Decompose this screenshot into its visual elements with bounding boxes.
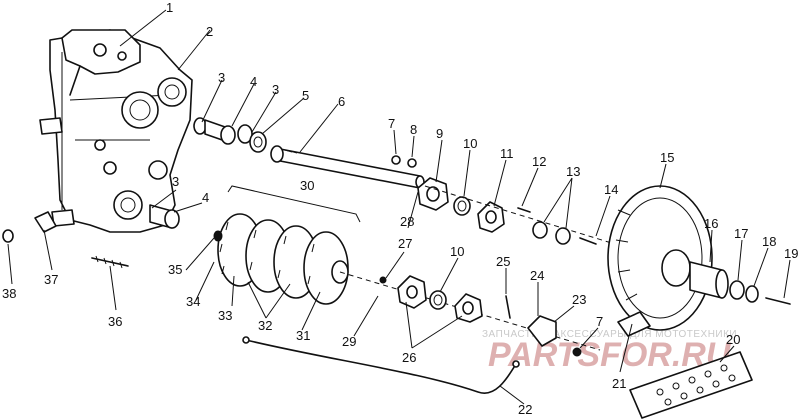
callout-21: 21	[612, 376, 626, 391]
callout-3: 3	[272, 82, 279, 97]
callout-31: 31	[296, 328, 310, 343]
mounting-bracket	[61, 29, 141, 96]
watermark-logo: PARTSFOR.RU	[488, 336, 732, 374]
callout-3: 3	[218, 70, 225, 85]
callout-30: 30	[300, 178, 314, 193]
callout-11: 11	[500, 146, 514, 161]
callout-16: 16	[704, 216, 718, 231]
callout-3: 3	[172, 174, 179, 189]
callout-32: 32	[258, 318, 272, 333]
watermark-caption: ЗАПЧАСТИ И АКСЕССУАРЫ ДЛЯ МОТОТЕХНИКИ	[482, 329, 737, 340]
callout-7: 7	[388, 116, 395, 131]
callout-10: 10	[450, 244, 464, 259]
callout-8: 8	[410, 122, 417, 137]
callout-4: 4	[202, 190, 209, 205]
hardware-kit	[629, 351, 753, 419]
lower-bearing-plates	[397, 275, 582, 357]
callout-1: 1	[166, 0, 173, 15]
callout-19: 19	[784, 246, 798, 261]
callout-25: 25	[496, 254, 510, 269]
callout-18: 18	[762, 234, 776, 249]
callout-27: 27	[398, 236, 412, 251]
callout-15: 15	[660, 150, 674, 165]
upper-shaft-group	[193, 117, 701, 271]
fasteners	[2, 211, 129, 269]
callout-9: 9	[436, 126, 443, 141]
callout-7: 7	[596, 314, 603, 329]
callout-23: 23	[572, 292, 586, 307]
callout-4: 4	[250, 74, 257, 89]
chaincase-housing	[39, 29, 193, 233]
cable	[242, 336, 520, 394]
callout-38: 38	[2, 286, 16, 301]
callout-14: 14	[604, 182, 618, 197]
gear-stack	[149, 185, 601, 351]
callout-13: 13	[566, 164, 580, 179]
callout-28: 28	[400, 214, 414, 229]
callout-34: 34	[186, 294, 200, 309]
watermark: PARTSFOR.RU ЗАПЧАСТИ И АКСЕССУАРЫ ДЛЯ МО…	[482, 329, 737, 374]
callout-36: 36	[108, 314, 122, 329]
callout-5: 5	[302, 88, 309, 103]
callout-37: 37	[44, 272, 58, 287]
callout-29: 29	[342, 334, 356, 349]
callout-10: 10	[463, 136, 477, 151]
callout-24: 24	[530, 268, 544, 283]
callout-17: 17	[734, 226, 748, 241]
leader-lines	[7, 9, 791, 405]
callout-33: 33	[218, 308, 232, 323]
callout-26: 26	[402, 350, 416, 365]
callout-2: 2	[206, 24, 213, 39]
callout-20: 20	[726, 332, 740, 347]
callout-35: 35	[168, 262, 182, 277]
driven-pulley	[607, 185, 791, 337]
callout-22: 22	[518, 402, 532, 417]
callout-12: 12	[532, 154, 546, 169]
callout-6: 6	[338, 94, 345, 109]
